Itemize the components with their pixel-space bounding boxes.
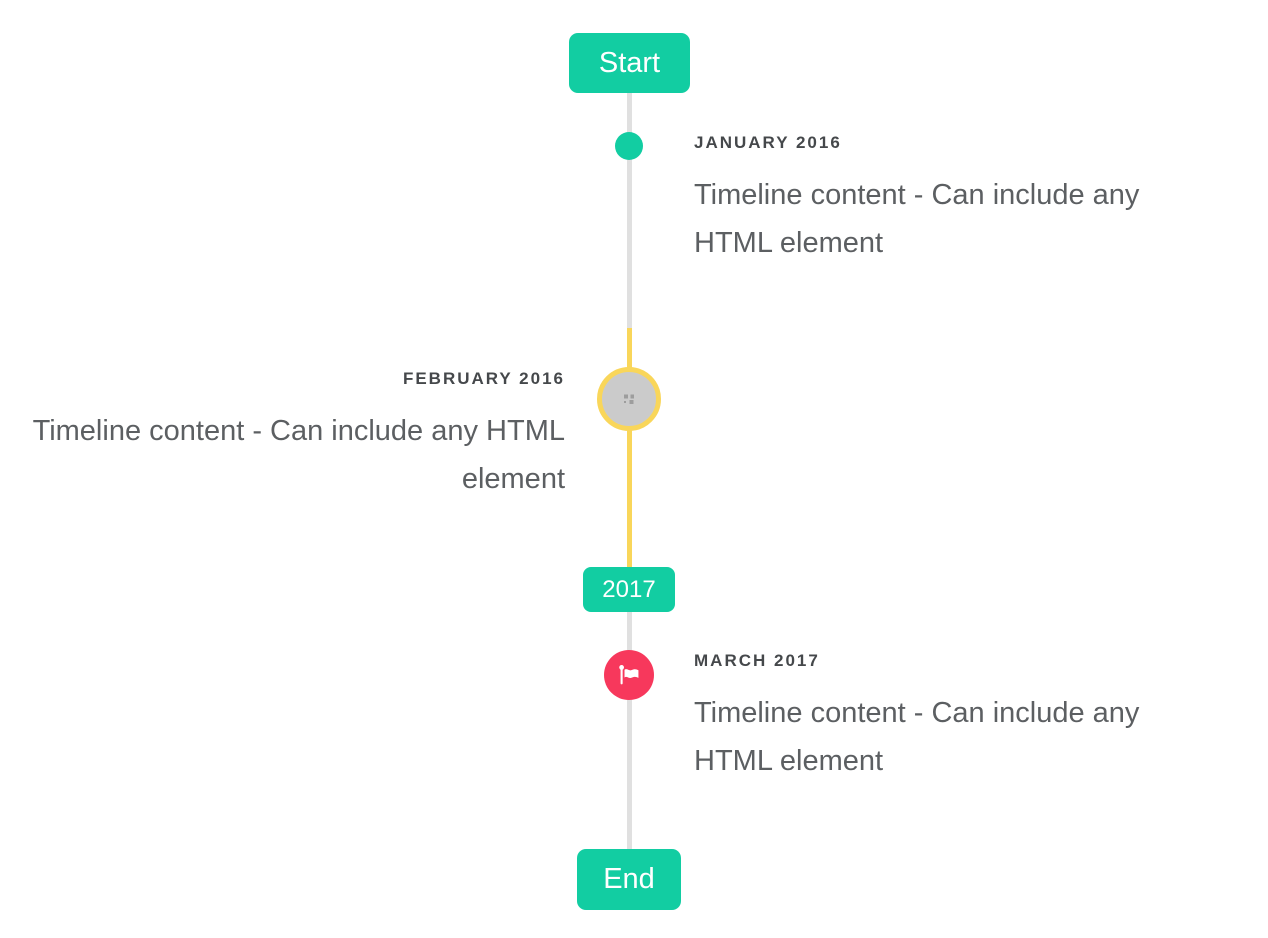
- march-flag-marker: [604, 650, 654, 700]
- event-content-february: Timeline content - Can include any HTML …: [32, 415, 565, 495]
- flag-icon: [616, 662, 643, 689]
- february-circle-marker: [597, 367, 661, 431]
- timeline-line-highlighted: [627, 328, 632, 567]
- january-dot-marker: [615, 132, 643, 160]
- end-badge[interactable]: End: [577, 849, 681, 910]
- event-content-january: Timeline content - Can include any HTML …: [694, 179, 1140, 259]
- timeline-line-bottom: [627, 611, 632, 851]
- event-title-january: JANUARY 2016: [694, 133, 842, 152]
- year-badge-2017[interactable]: 2017: [583, 567, 675, 612]
- event-content-march: Timeline content - Can include any HTML …: [694, 697, 1140, 777]
- timeline-line-top: [627, 93, 632, 328]
- event-title-march: MARCH 2017: [694, 651, 820, 670]
- event-title-february: FEBRUARY 2016: [402, 369, 565, 388]
- broken-image-icon: [621, 391, 637, 407]
- start-badge[interactable]: Start: [569, 33, 690, 93]
